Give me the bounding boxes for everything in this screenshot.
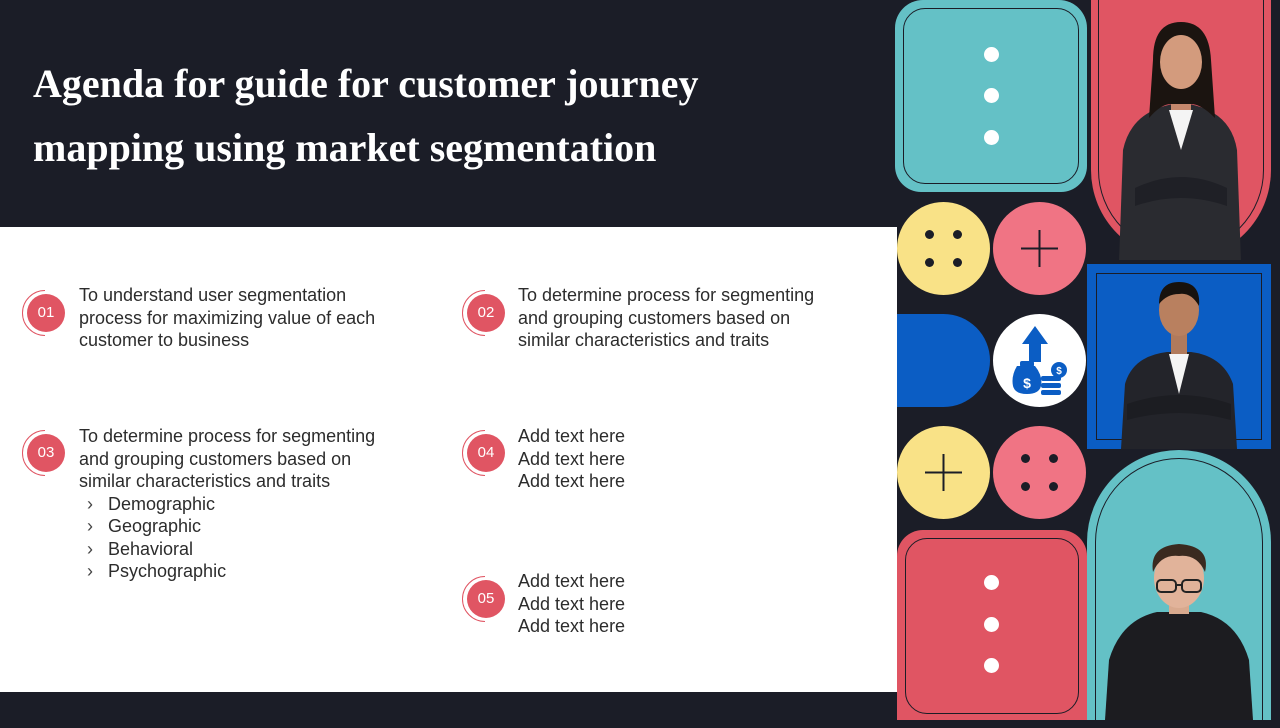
plus-icon (1021, 230, 1058, 267)
number-badge: 03 (22, 430, 68, 476)
bullet-item: Demographic (79, 493, 429, 516)
agenda-item-text: Add text here Add text here Add text her… (518, 426, 626, 491)
businesswoman-avatar (1119, 22, 1241, 260)
blue-photo-tile (1087, 264, 1271, 449)
yellow-dots-circle (897, 202, 990, 295)
number-badge: 05 (462, 576, 508, 622)
segmentation-bullets: Demographic Geographic Behavioral Psycho… (79, 493, 429, 583)
bullet-item: Behavioral (79, 538, 429, 561)
svg-text:$: $ (1056, 366, 1062, 377)
blue-half-capsule (897, 314, 990, 407)
bullet-item: Psychographic (79, 560, 429, 583)
agenda-item-text: To understand user segmentation process … (79, 285, 376, 350)
number-badge: 02 (462, 290, 508, 336)
yellow-plus-circle (897, 426, 990, 519)
agenda-item-text: To determine process for segmenting and … (79, 425, 429, 583)
teal-arch-tile (1087, 450, 1271, 728)
red-arch-tile (1091, 0, 1271, 260)
pink-dots-circle (993, 426, 1086, 519)
number-badge: 04 (462, 430, 508, 476)
agenda-item-text: To determine process for segmenting and … (518, 285, 815, 350)
slide-title: Agenda for guide for customer journey ma… (33, 61, 699, 170)
teal-dots-tile (895, 0, 1087, 192)
money-bag-growth-icon: $ $ (1012, 326, 1067, 395)
plus-icon (925, 454, 962, 491)
casual-man-avatar (1105, 544, 1253, 720)
money-icon-circle: $ $ (993, 314, 1086, 407)
agenda-panel (0, 227, 897, 692)
agenda-item-text: Add text here Add text here Add text her… (518, 571, 626, 636)
svg-text:$: $ (1023, 375, 1031, 391)
businessman-avatar (1121, 282, 1237, 449)
pink-plus-circle (993, 202, 1086, 295)
number-badge: 01 (22, 290, 68, 336)
bullet-item: Geographic (79, 515, 429, 538)
red-dots-tile (897, 530, 1087, 720)
